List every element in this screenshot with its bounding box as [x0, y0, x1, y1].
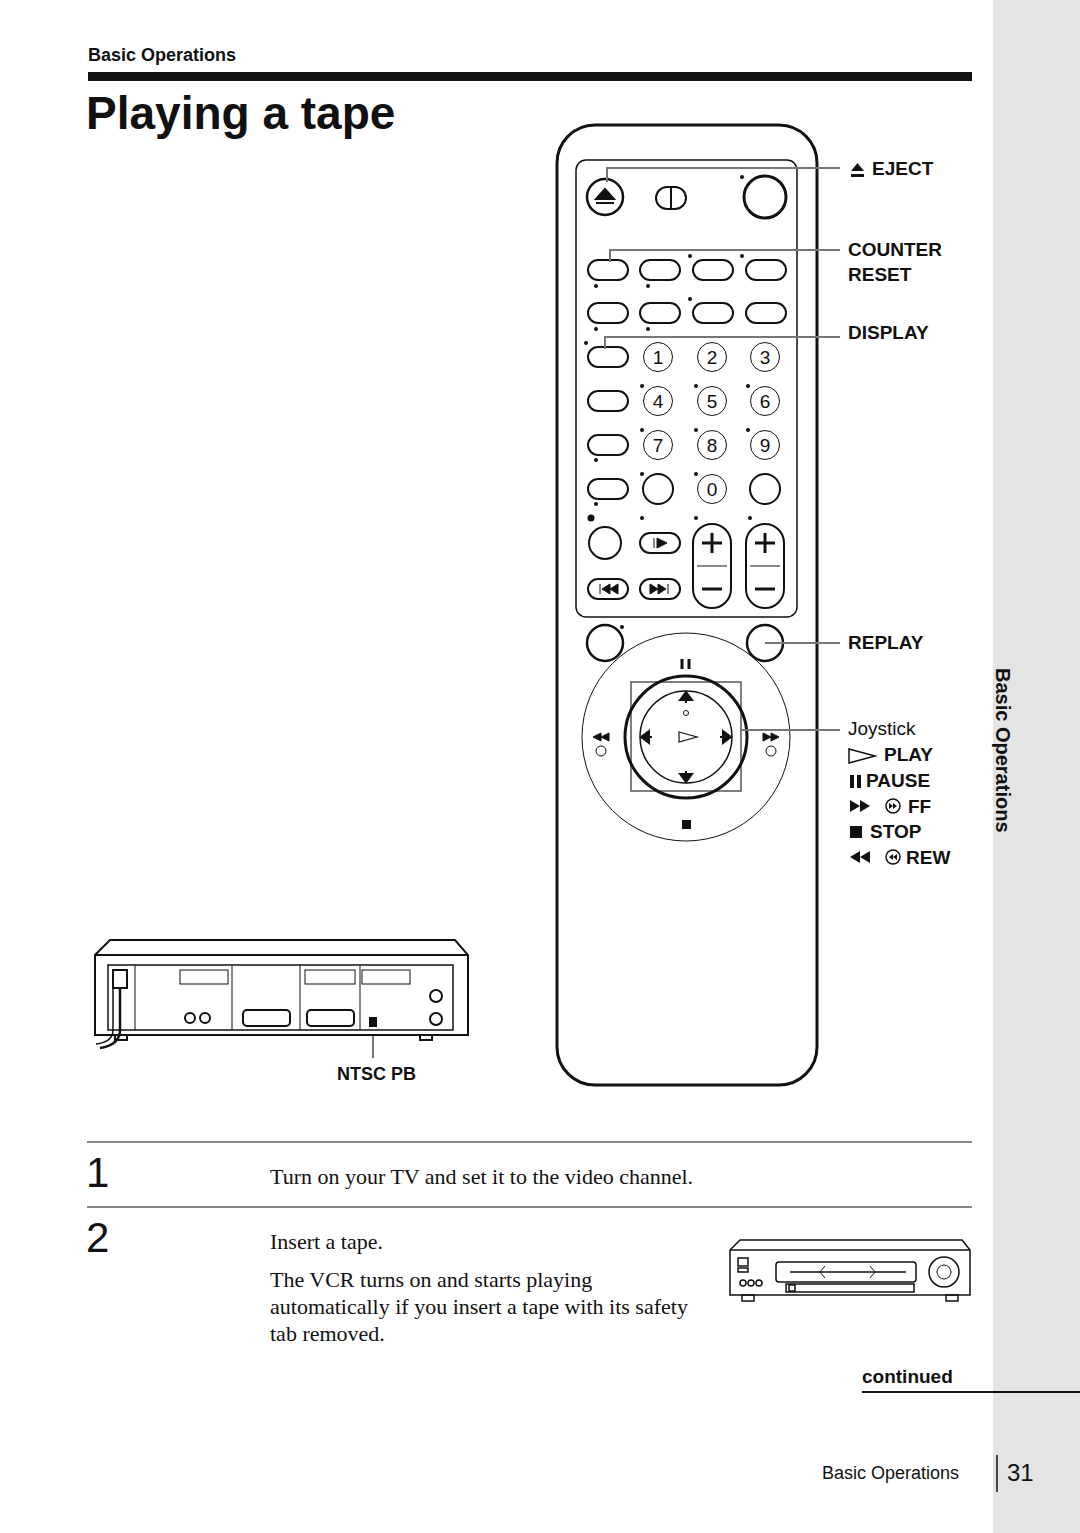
button-number: 2: [707, 348, 718, 367]
number-button: 2: [697, 342, 727, 372]
running-footer: Basic Operations: [822, 1463, 959, 1485]
vcr-front: [730, 1240, 970, 1301]
rules: [87, 1142, 1080, 1492]
key-name: REPLAY: [848, 632, 923, 655]
page-number: 31: [1007, 1459, 1034, 1488]
key-name: Joystick: [848, 718, 916, 741]
button-number: 1: [653, 348, 664, 367]
button-number: 8: [707, 436, 718, 455]
number-button: 7: [643, 430, 673, 460]
key-name: PAUSE: [866, 770, 930, 793]
number-button: 8: [697, 430, 727, 460]
continued-note: continued: [862, 1366, 953, 1389]
step-number: 2: [86, 1213, 109, 1263]
side-tab-label: Basic Operations: [991, 668, 1015, 833]
header-bar: [88, 72, 972, 81]
vcr-rear: [95, 940, 468, 1048]
button-number: 6: [760, 392, 771, 411]
key-name: STOP: [870, 821, 921, 844]
number-button: 0: [697, 474, 727, 504]
number-button: 3: [750, 342, 780, 372]
key-name: COUNTER RESET: [848, 237, 958, 287]
button-number: 0: [707, 480, 718, 499]
leader-lines: [373, 168, 840, 1058]
remote-control: [557, 125, 817, 1085]
step-note: The VCR turns on and starts playing auto…: [270, 1266, 710, 1347]
key-name: REW: [906, 847, 950, 870]
button-number: 9: [760, 436, 771, 455]
key-name: EJECT: [872, 158, 933, 181]
connector-name: NTSC PB: [337, 1064, 416, 1086]
key-name: PLAY: [884, 744, 933, 767]
number-button: 4: [643, 386, 673, 416]
step-number: 1: [86, 1148, 109, 1198]
button-number: 5: [707, 392, 718, 411]
number-button: 1: [643, 342, 673, 372]
button-number: 4: [653, 392, 664, 411]
number-button: 5: [697, 386, 727, 416]
button-number: 7: [653, 436, 664, 455]
key-name: FF: [908, 796, 931, 819]
page-title: Playing a tape: [86, 86, 395, 141]
step-text: Insert a tape.: [270, 1229, 383, 1255]
running-header: Basic Operations: [88, 45, 236, 67]
button-number: 3: [760, 348, 771, 367]
step-text: Turn on your TV and set it to the video …: [270, 1164, 693, 1190]
number-button: 6: [750, 386, 780, 416]
key-name: DISPLAY: [848, 322, 929, 345]
number-button: 9: [750, 430, 780, 460]
